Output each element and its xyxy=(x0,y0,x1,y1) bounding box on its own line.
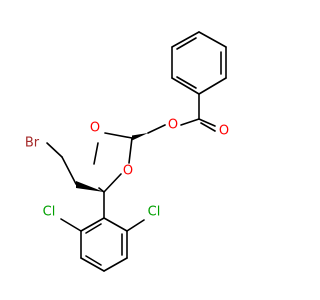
atom-label-cl-left: Cl xyxy=(43,205,56,220)
dioxolane-ring xyxy=(93,132,133,193)
svg-text:Cl: Cl xyxy=(148,205,161,220)
svg-text:Br: Br xyxy=(25,136,40,151)
ester-group xyxy=(147,93,216,134)
wedge-bond-quaternary-to-ch2br xyxy=(76,181,104,192)
atom-label-o-ring-right: O xyxy=(123,164,133,179)
atom-label-o-ester: O xyxy=(168,118,178,133)
molecule-structure-drawing: O O O O Br Cl Cl xyxy=(25,31,229,272)
svg-text:O: O xyxy=(219,124,229,139)
atom-label-o-carbonyl: O xyxy=(219,124,229,139)
atom-label-br: Br xyxy=(25,136,40,151)
bromomethyl-group xyxy=(46,142,77,185)
benzoyl-phenyl-ring xyxy=(171,31,227,95)
wedge-bond-ch2-to-ring xyxy=(132,133,148,141)
svg-text:O: O xyxy=(90,121,100,136)
svg-text:O: O xyxy=(123,164,133,179)
atom-label-cl-right: Cl xyxy=(148,205,161,220)
svg-text:O: O xyxy=(168,118,178,133)
svg-text:Cl: Cl xyxy=(43,205,56,220)
atom-label-o-ring-left: O xyxy=(90,121,100,136)
dichlorophenyl-ring xyxy=(60,191,145,272)
